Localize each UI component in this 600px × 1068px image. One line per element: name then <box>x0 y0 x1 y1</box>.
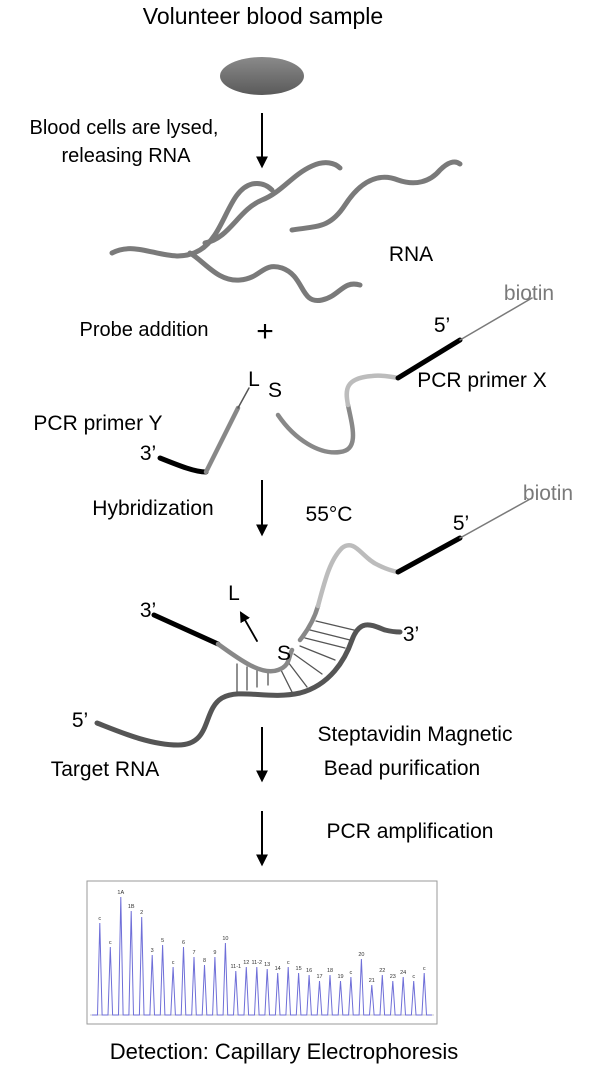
peak-label: c <box>423 966 426 972</box>
three-prime-label-probe: 3’ <box>140 442 156 465</box>
primer-x-label: PCR primer X <box>417 369 547 392</box>
peak-label: 2 <box>140 910 143 916</box>
peak-label: 3 <box>151 948 154 954</box>
purification-label-line2: Bead purification <box>324 757 480 780</box>
peak-label: 20 <box>358 952 364 958</box>
peak-label: 9 <box>213 950 216 956</box>
primer-y-label: PCR primer Y <box>33 412 162 435</box>
peak-label: 16 <box>306 968 312 974</box>
biotin-linker-hybridized <box>459 497 533 539</box>
electropherogram-trace <box>92 896 432 1016</box>
lysis-label-line2: releasing RNA <box>62 145 192 167</box>
peak-label: 18 <box>327 968 333 974</box>
peak-label: 11-1 <box>230 964 241 970</box>
peak-label: 10 <box>222 936 228 942</box>
biotin-linker <box>459 297 533 341</box>
peak-label: c <box>287 960 290 966</box>
biotin-label-complex: biotin <box>523 482 573 505</box>
primer-x-segment <box>395 337 463 381</box>
peak-label: 14 <box>275 966 281 972</box>
peak-label: 19 <box>337 974 343 980</box>
detection-label: Detection: Capillary Electrophoresis <box>110 1039 459 1064</box>
peak-label: 1B <box>128 904 135 910</box>
ligation-arrow <box>239 611 258 642</box>
base-pair-rungs <box>236 620 359 695</box>
target-rna-strand <box>94 622 403 748</box>
blood-sample-icon <box>220 57 304 95</box>
three-prime-label-complex-right: 3’ <box>403 623 419 646</box>
probe-addition-label: Probe addition <box>80 319 209 341</box>
pcr-amplification-label: PCR amplification <box>327 820 494 843</box>
primer-y-segment <box>157 455 209 475</box>
probe-x-stuffer-hybridized <box>315 543 401 609</box>
ligation-site-label-l: L <box>248 368 260 391</box>
peak-label: 8 <box>203 958 206 964</box>
rna-strands <box>109 159 463 303</box>
peak-label: 11-2 <box>251 960 262 966</box>
probe-y <box>157 387 250 475</box>
target-rna-label: Target RNA <box>51 758 160 781</box>
probe-x <box>275 297 533 455</box>
rna-label: RNA <box>389 243 433 266</box>
peak-label: 1A <box>117 890 124 896</box>
probe-x-hybrid-region <box>275 402 356 455</box>
biotin-label-probe: biotin <box>504 282 554 305</box>
peak-label: c <box>98 916 101 922</box>
temperature-label: 55°C <box>306 503 353 526</box>
ligation-label-l-complex: L <box>228 582 240 605</box>
peak-label: 6 <box>182 940 185 946</box>
peak-label: 15 <box>296 966 302 972</box>
peak-label: 22 <box>379 968 385 974</box>
five-prime-label-probe: 5’ <box>434 314 450 337</box>
peak-label: 17 <box>316 974 322 980</box>
ligation-site-label-s: S <box>268 379 282 402</box>
five-prime-label-target: 5’ <box>72 709 88 732</box>
peak-label: c <box>350 970 353 976</box>
hybridization-label: Hybridization <box>92 497 213 520</box>
electropherogram-frame <box>86 880 438 1025</box>
peak-label: 7 <box>192 950 195 956</box>
peak-label: 12 <box>243 960 249 966</box>
peak-label: 13 <box>264 962 270 968</box>
purification-label-line1: Steptavidin Magnetic <box>318 723 513 746</box>
peak-label: 5 <box>161 938 164 944</box>
three-prime-label-complex-left: 3’ <box>140 599 156 622</box>
primer-x-hybridized <box>395 535 463 575</box>
probe-y-stem <box>203 405 241 475</box>
lysis-label-line1: Blood cells are lysed, <box>30 117 219 139</box>
ligation-label-s-complex: S <box>277 642 291 665</box>
hybridized-complex <box>94 497 533 748</box>
peak-label: c <box>412 974 415 980</box>
probe-x-hybridized <box>297 603 321 643</box>
five-prime-label-complex: 5’ <box>453 512 469 535</box>
peak-label: 23 <box>390 974 396 980</box>
primer-y-hybridized <box>151 612 221 647</box>
peak-label: 24 <box>400 970 406 976</box>
ligation-tick <box>237 387 250 409</box>
probe-x-stuffer <box>344 373 401 408</box>
plus-sign: + <box>256 315 274 348</box>
probe-y-hybridized <box>215 641 295 674</box>
peak-label: 21 <box>369 978 375 984</box>
title: Volunteer blood sample <box>143 3 383 29</box>
peak-label: c <box>109 940 112 946</box>
peak-label: c <box>172 960 175 966</box>
